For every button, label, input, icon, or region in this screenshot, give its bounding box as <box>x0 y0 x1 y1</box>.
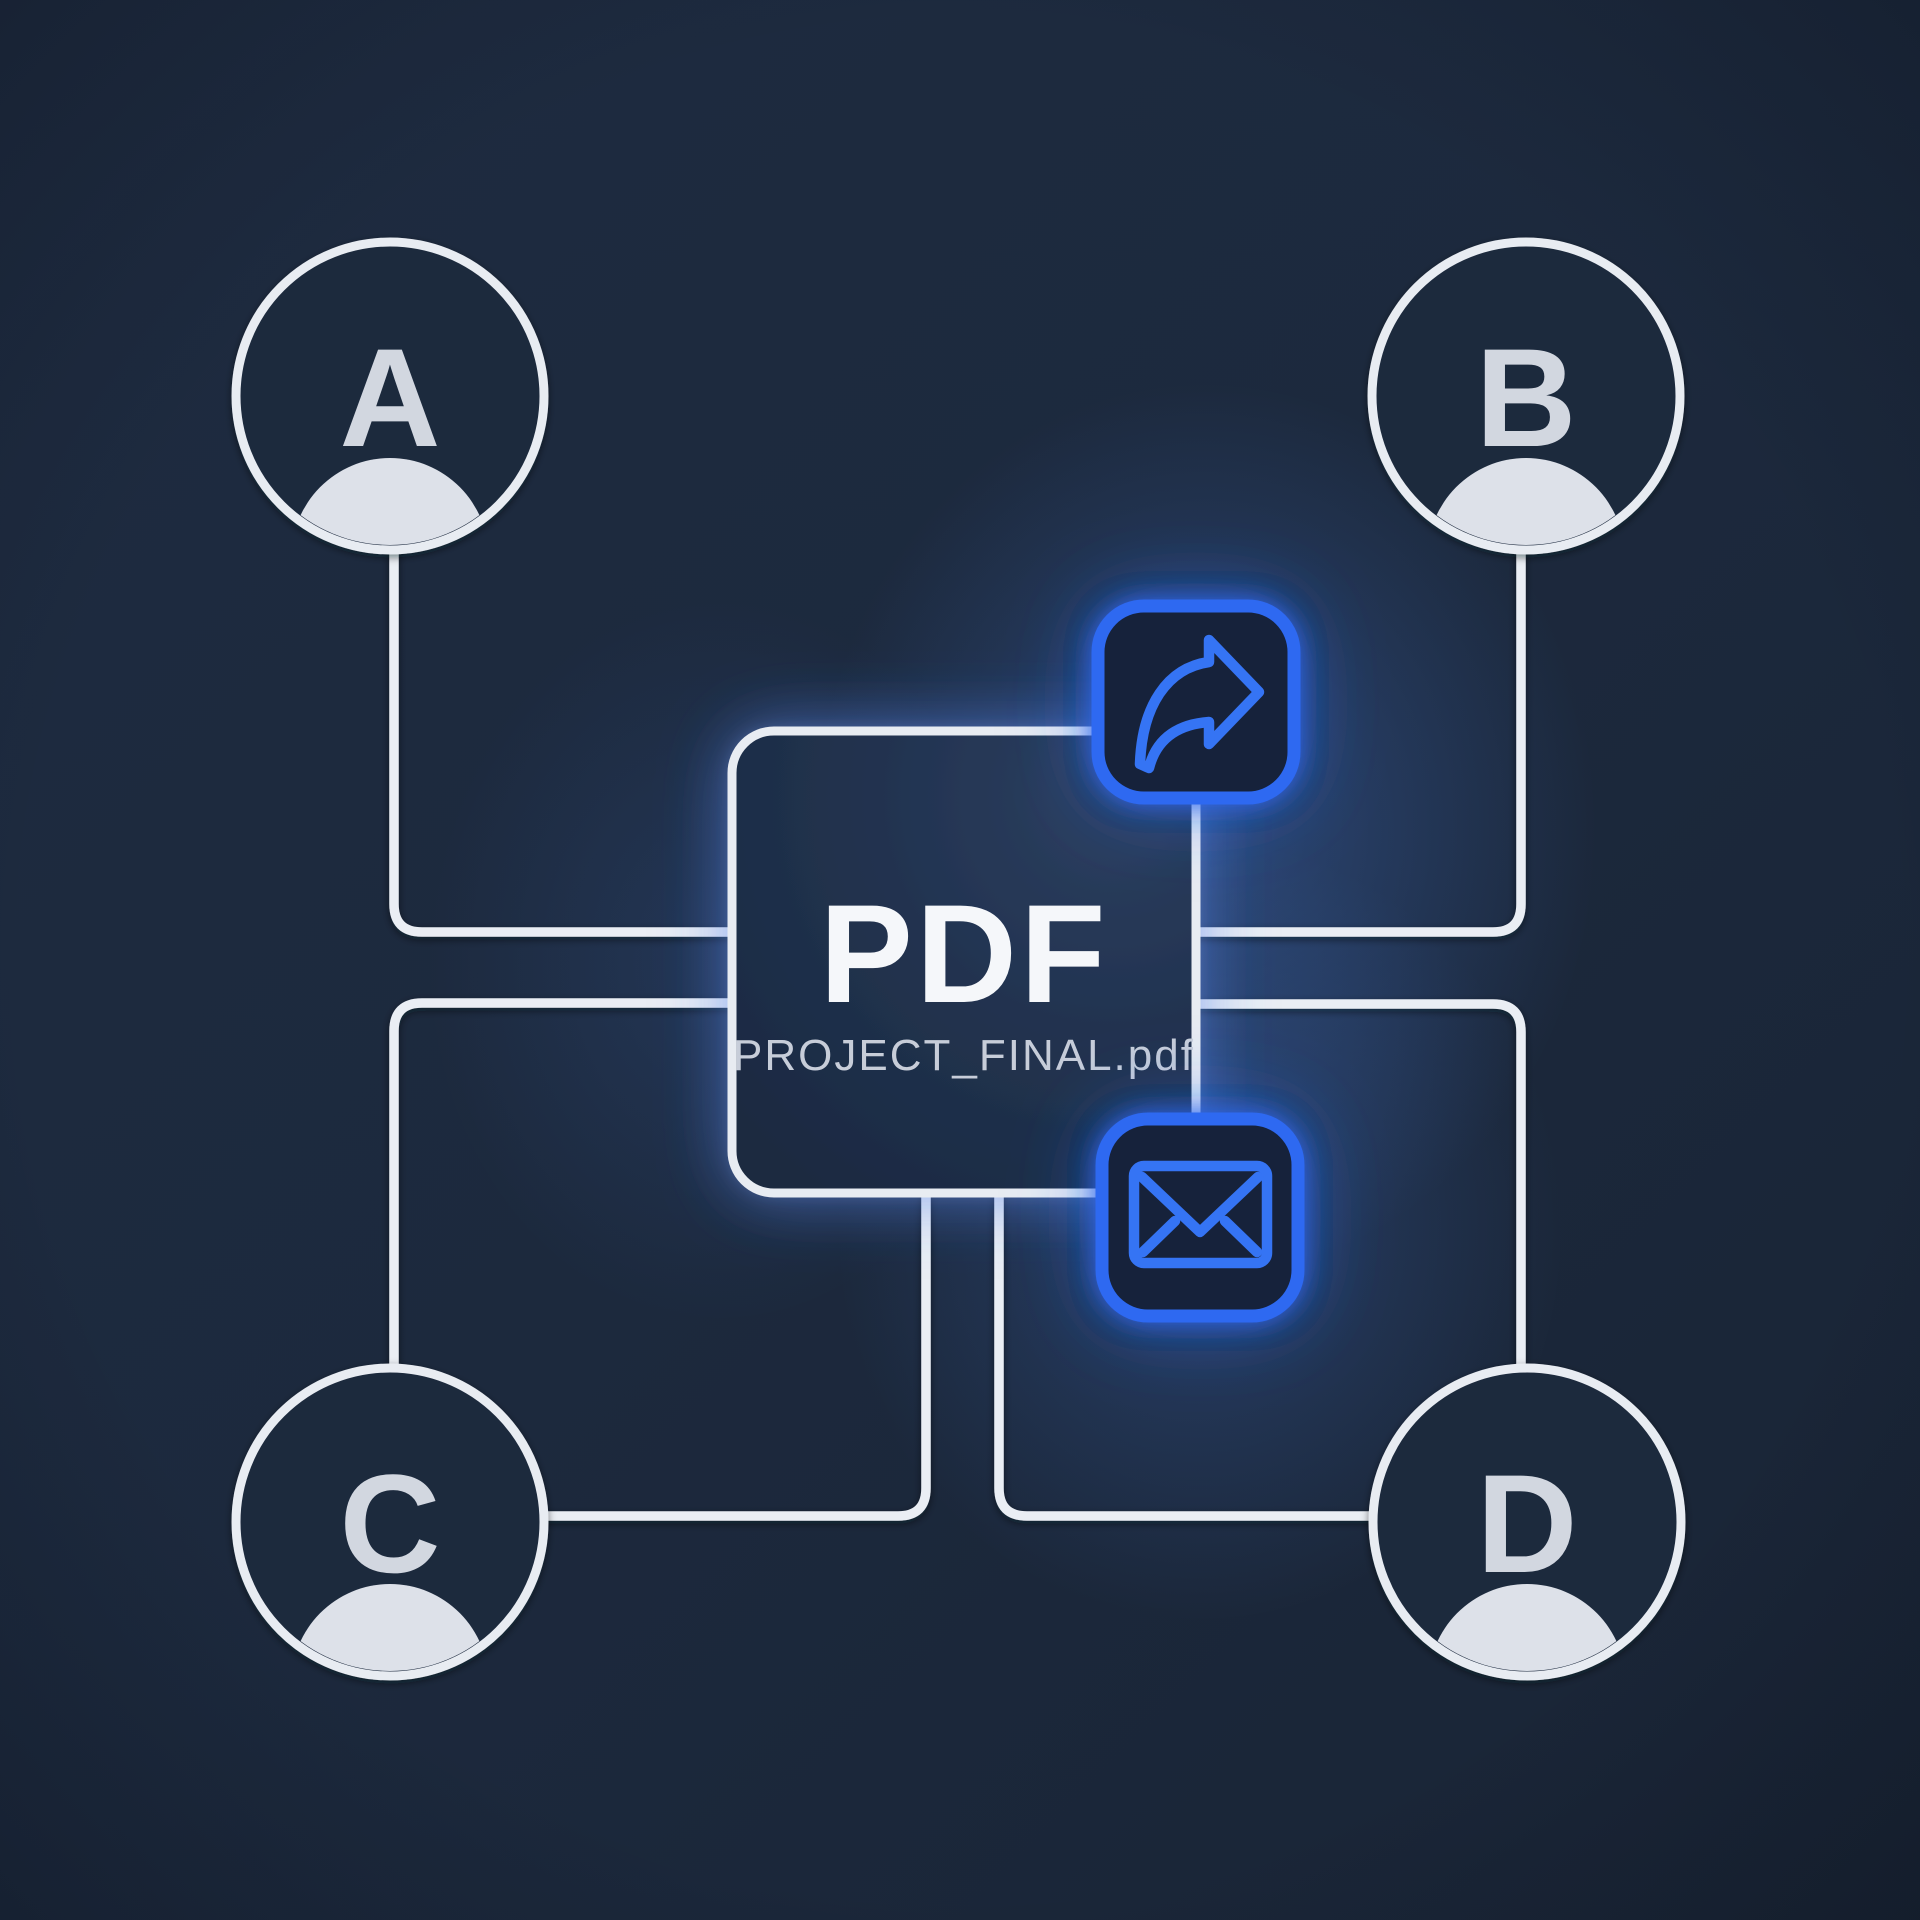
connector-document-to-user-c-left <box>389 998 734 1372</box>
user-node-b[interactable]: B <box>1367 237 1685 658</box>
user-b-circle[interactable] <box>1367 237 1685 555</box>
envelope-body <box>1128 1160 1273 1269</box>
connector-user-a-to-document <box>389 545 734 937</box>
envelope-fold-right <box>1219 1215 1263 1258</box>
connector-document-to-user-d-right <box>1194 999 1526 1372</box>
user-a-initial: A <box>339 319 440 476</box>
envelope-flap <box>1136 1171 1264 1238</box>
envelope-icon <box>1128 1160 1273 1269</box>
user-a-avatar-silhouette <box>291 458 489 545</box>
document-type-label: PDF <box>820 875 1109 1032</box>
user-d-avatar-silhouette <box>1428 1584 1626 1671</box>
envelope-fold-left <box>1137 1215 1181 1258</box>
document-card[interactable]: PDF PROJECT_FINAL.pdf <box>727 726 1201 1198</box>
user-node-d[interactable]: D <box>1368 1363 1686 1784</box>
user-d-circle[interactable] <box>1368 1363 1686 1681</box>
user-b-initial: B <box>1475 319 1576 476</box>
user-node-a[interactable]: A <box>231 237 549 658</box>
user-c-initial: C <box>339 1445 440 1602</box>
email-button[interactable] <box>1095 1112 1305 1323</box>
user-b-avatar-silhouette <box>1427 458 1625 545</box>
share-button[interactable] <box>1091 599 1301 805</box>
connector-document-bottom-to-user-c <box>540 1191 931 1521</box>
user-c-circle[interactable] <box>231 1363 549 1681</box>
user-c-avatar-silhouette <box>291 1584 489 1671</box>
connector-document-bottom-to-user-d <box>994 1191 1377 1521</box>
share-button-frame[interactable] <box>1091 599 1301 805</box>
document-card-frame[interactable] <box>727 726 1201 1198</box>
connector-user-b-to-document <box>1194 545 1526 937</box>
user-a-circle[interactable] <box>231 237 549 555</box>
connectors <box>389 545 1526 1521</box>
share-forward-arrow-icon <box>1134 634 1265 774</box>
user-node-c[interactable]: C <box>231 1363 549 1784</box>
user-d-initial: D <box>1476 1445 1577 1602</box>
document-filename: PROJECT_FINAL.pdf <box>733 1031 1195 1080</box>
